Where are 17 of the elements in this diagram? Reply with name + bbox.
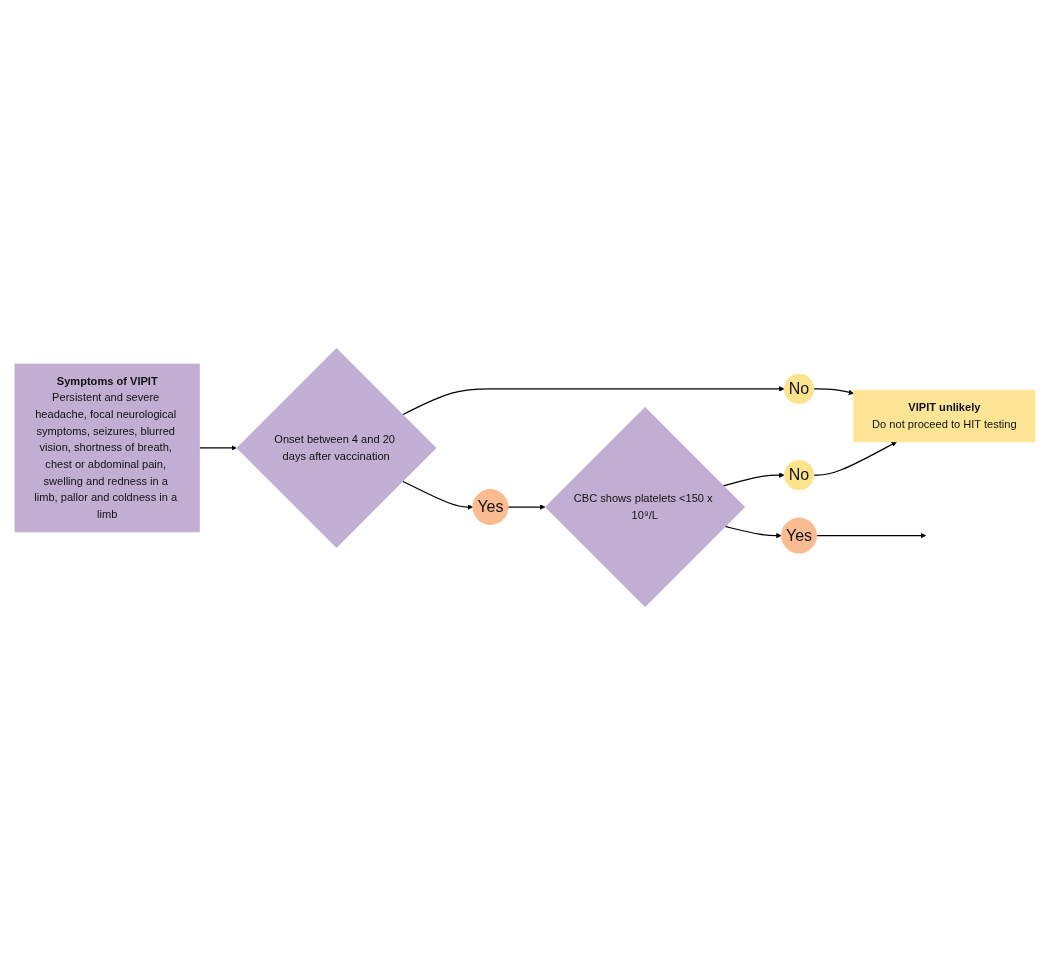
arrow bbox=[402, 386, 785, 416]
arrow bbox=[816, 532, 927, 539]
node-box: Symptoms of VIPIT Persistent and severe headache, focal neurological symptoms, seizures, blurred vision, shortness of breath, chest or abdominal pain, swelling and redness in a limb, pallor and coldness in a limb bbox=[14, 363, 200, 533]
arrow bbox=[507, 504, 546, 510]
arrow bbox=[722, 472, 785, 487]
arrow bbox=[724, 525, 782, 539]
node-circle: No bbox=[783, 373, 815, 405]
node-circle: Yes bbox=[472, 489, 509, 525]
node-box: VIPIT unlikely Do not proceed to HIT testing bbox=[853, 389, 1036, 443]
node-diamond: CBC shows platelets <150 x 10⁹/L bbox=[545, 407, 746, 608]
arrow bbox=[813, 441, 897, 476]
arrow bbox=[402, 480, 474, 510]
node-diamond: Onset between 4 and 20 days after vaccination bbox=[236, 347, 437, 548]
arrow bbox=[198, 445, 237, 451]
arrow bbox=[813, 388, 854, 395]
node-circle: No bbox=[783, 459, 815, 491]
node-circle: Yes bbox=[781, 517, 818, 554]
